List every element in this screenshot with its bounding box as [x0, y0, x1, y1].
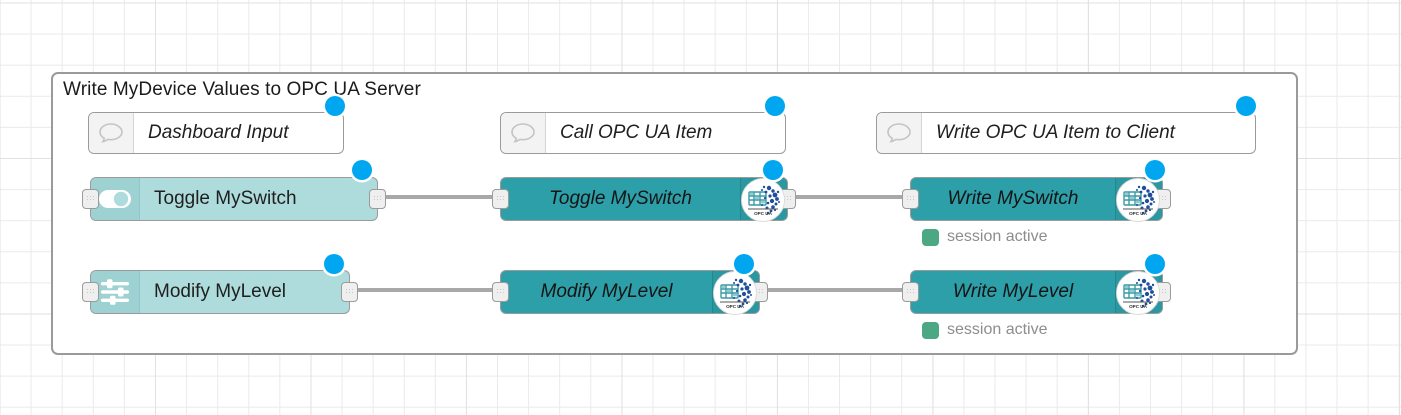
svg-text:OPC UA: OPC UA — [1129, 304, 1148, 309]
node-changed-marker[interactable] — [765, 96, 785, 116]
comment-icon — [501, 113, 546, 153]
node-changed-marker[interactable] — [763, 160, 783, 180]
comment-icon — [99, 123, 123, 143]
node-label: Toggle MySwitch — [549, 188, 692, 209]
wire[interactable] — [353, 288, 500, 292]
comment-icon — [511, 123, 535, 143]
node-status: session active — [922, 321, 1048, 339]
svg-text:OPC UA: OPC UA — [726, 304, 745, 309]
flow-node-toggle-myswitch-dashboard[interactable]: Toggle MySwitch — [82, 177, 386, 221]
opcua-logo-icon: OPC UA — [1117, 272, 1159, 314]
node-input-port[interactable] — [902, 189, 919, 209]
status-indicator-dot — [922, 321, 939, 339]
node-input-port[interactable] — [82, 282, 99, 302]
comment-icon — [877, 113, 922, 153]
node-input-port[interactable] — [902, 282, 919, 302]
opcua-logo-icon: OPC UA — [741, 178, 785, 222]
comment-node-label: Dashboard Input — [148, 122, 289, 143]
comment-node-label: Write OPC UA Item to Client — [936, 122, 1175, 143]
flow-node-modify-mylevel-dashboard[interactable]: Modify MyLevel — [82, 270, 358, 314]
comment-icon — [887, 123, 911, 143]
comment-node[interactable]: Write OPC UA Item to Client — [876, 112, 1256, 154]
opcua-logo-icon: OPC UA — [713, 271, 757, 315]
node-label: Modify MyLevel — [154, 281, 286, 302]
node-changed-marker[interactable] — [352, 160, 372, 180]
node-input-port[interactable] — [492, 189, 509, 209]
opcua-logo-icon: OPC UA — [742, 179, 784, 221]
opcua-logo-icon: OPC UA — [714, 272, 756, 314]
node-changed-marker[interactable] — [1145, 160, 1165, 180]
node-label: Write MySwitch — [947, 188, 1079, 209]
opcua-logo-icon: OPC UA — [1117, 179, 1159, 221]
status-text: session active — [947, 228, 1048, 245]
node-output-port[interactable] — [369, 189, 386, 209]
node-changed-marker[interactable] — [1236, 96, 1256, 116]
status-indicator-dot — [922, 228, 939, 246]
node-changed-marker[interactable] — [324, 254, 344, 274]
node-output-port[interactable] — [341, 282, 358, 302]
node-input-port[interactable] — [82, 189, 99, 209]
comment-node-label: Call OPC UA Item — [560, 122, 713, 143]
group-title: Write MyDevice Values to OPC UA Server — [63, 79, 421, 100]
sliders-icon — [101, 279, 129, 305]
node-input-port[interactable] — [492, 282, 509, 302]
sliders-icon — [91, 271, 140, 313]
svg-text:OPC UA: OPC UA — [1129, 211, 1148, 216]
svg-text:OPC UA: OPC UA — [754, 211, 773, 216]
opcua-logo-icon: OPC UA — [1116, 178, 1160, 222]
wire[interactable] — [381, 195, 500, 199]
comment-node[interactable]: Dashboard Input — [88, 112, 344, 154]
node-changed-marker[interactable] — [1145, 254, 1165, 274]
node-changed-marker[interactable] — [325, 96, 345, 116]
node-label: Modify MyLevel — [540, 281, 673, 302]
node-label: Toggle MySwitch — [154, 188, 297, 209]
node-status: session active — [922, 228, 1048, 246]
toggle-switch-icon — [99, 190, 131, 208]
wire[interactable] — [791, 195, 910, 199]
toggle-switch-icon — [91, 178, 140, 220]
status-text: session active — [947, 321, 1048, 338]
comment-icon — [89, 113, 134, 153]
node-changed-marker[interactable] — [734, 254, 754, 274]
comment-node[interactable]: Call OPC UA Item — [500, 112, 786, 154]
node-label: Write MyLevel — [952, 281, 1074, 302]
wire[interactable] — [763, 288, 910, 292]
opcua-logo-icon: OPC UA — [1116, 271, 1160, 315]
